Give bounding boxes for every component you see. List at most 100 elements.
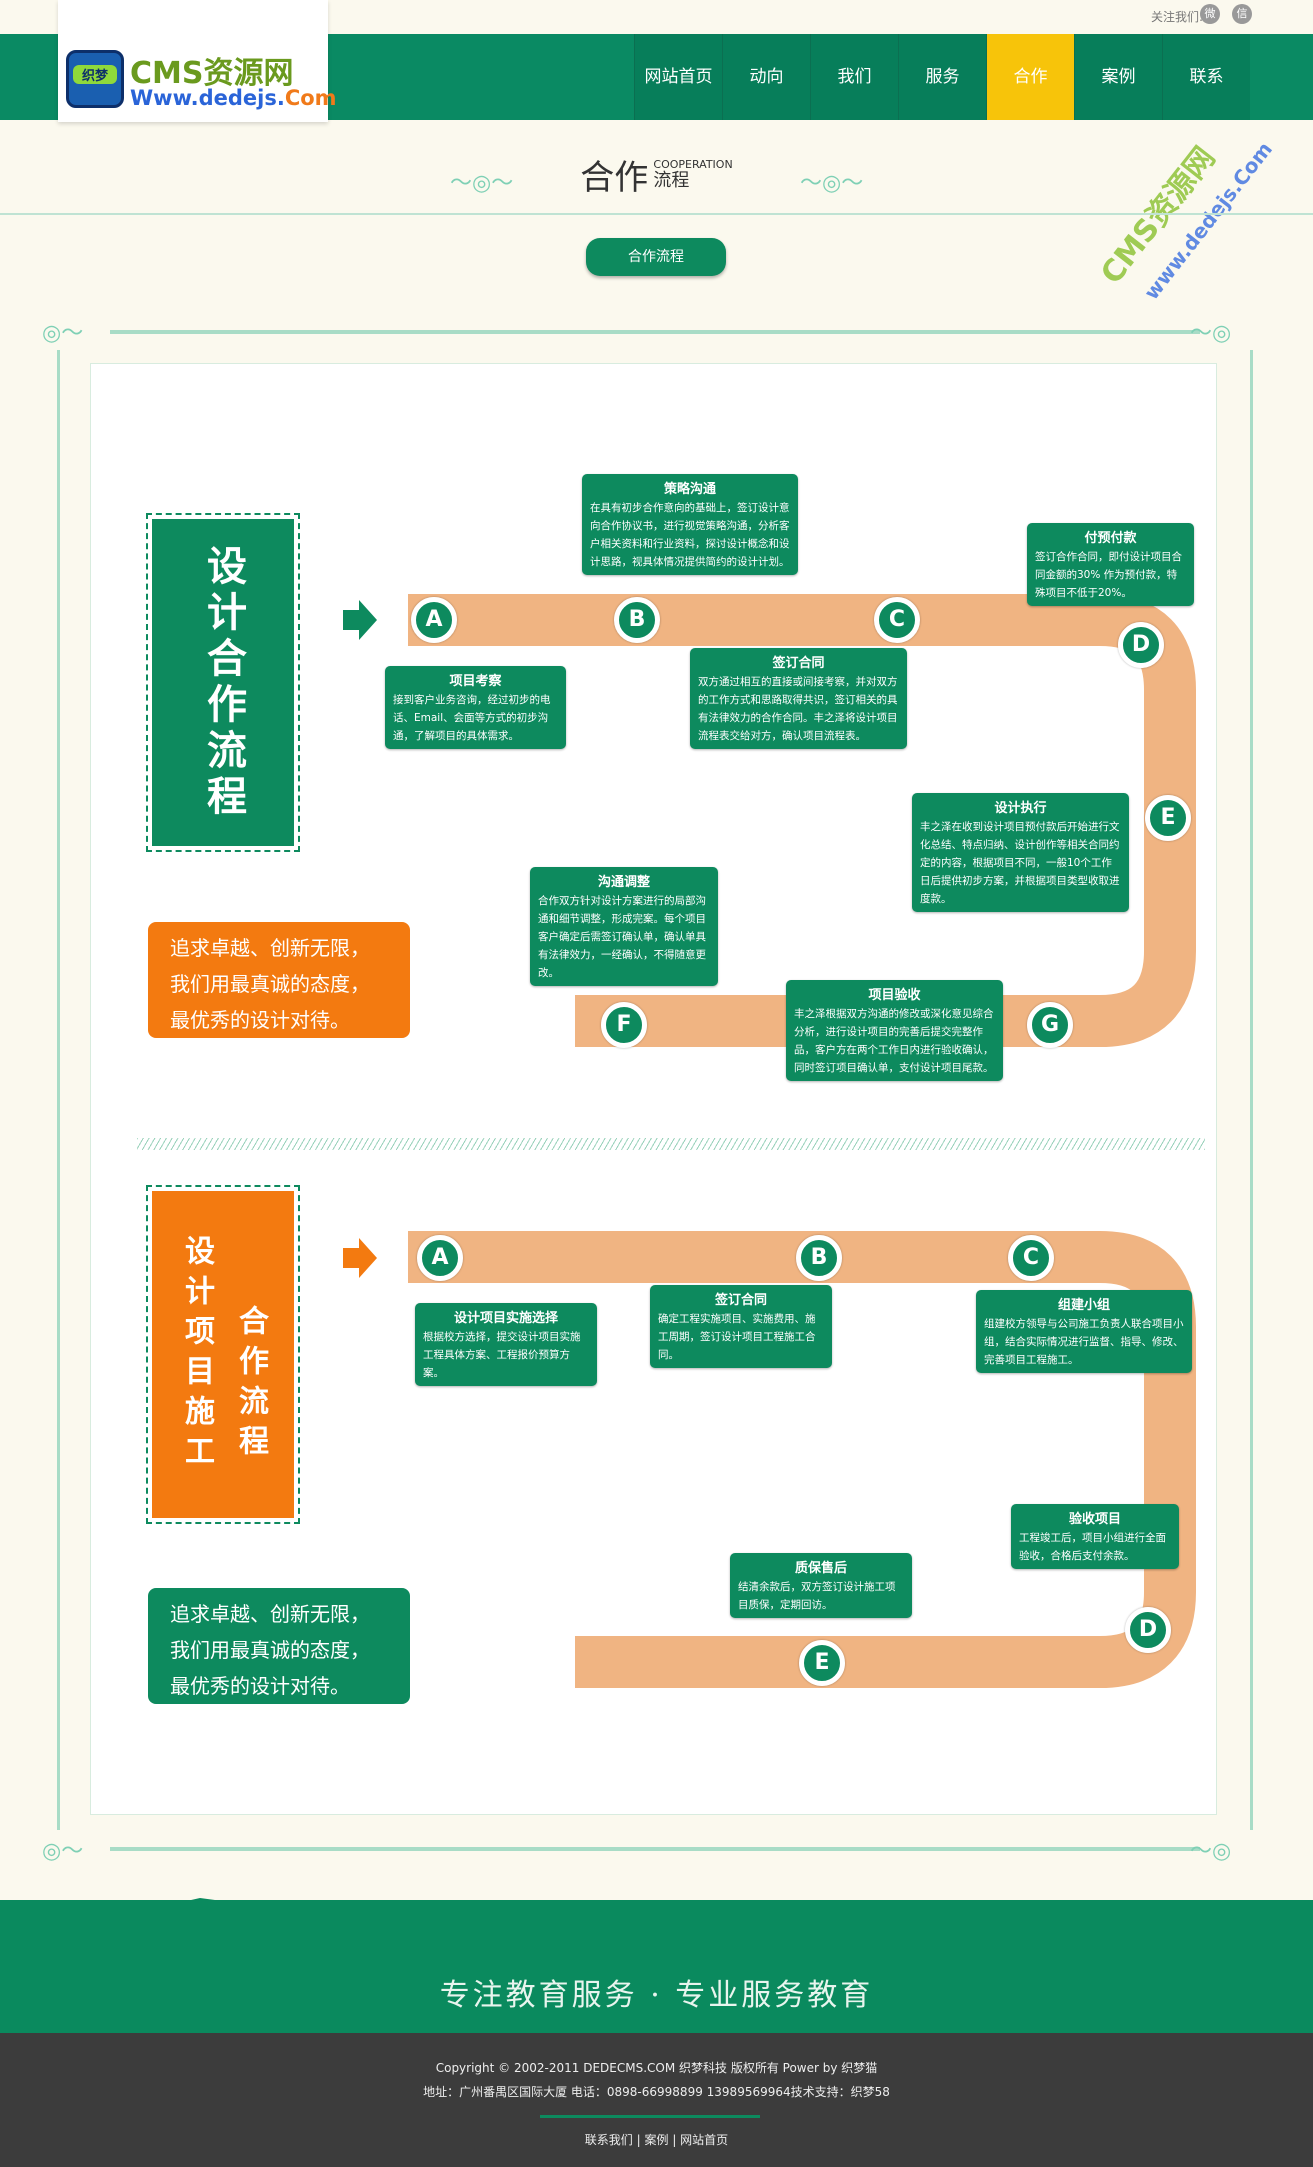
step-text: 双方通过相互的直接或间接考察，并对双方的工作方式和思路取得共识，签订相关的具有法… — [698, 676, 898, 742]
step-marker-f: F — [601, 1002, 647, 1048]
slogan-box: 追求卓越、创新无限，我们用最真诚的态度，最优秀的设计对待。 — [148, 1588, 410, 1704]
arrow-icon — [343, 1248, 359, 1268]
frame-right-line — [1250, 350, 1253, 1830]
title-divider — [0, 213, 1313, 215]
footer-links: 联系我们 | 案例 | 网站首页 — [584, 2133, 729, 2147]
design-flow-badge: 设计合作流程 — [146, 513, 300, 852]
step-card: 签订合同双方通过相互的直接或间接考察，并对双方的工作方式和思路取得共识，签订相关… — [690, 648, 907, 749]
logo-title: CMS资源网 — [130, 56, 294, 91]
step-card: 质保售后结清余款后，双方签订设计施工项目质保，定期回访。 — [730, 1553, 912, 1618]
frame-bottom-line — [110, 1847, 1200, 1851]
logo-badge: 织梦 — [73, 65, 117, 84]
step-card: 项目考察接到客户业务咨询，经过初步的电话、Email、会面等方式的初步沟通，了解… — [385, 666, 566, 749]
step-card: 设计执行丰之泽在收到设计项目预付款后开始进行文化总结、特点归纳、设计创作等相关合… — [912, 793, 1129, 912]
step-title: 策略沟通 — [663, 482, 716, 497]
wechat-icon[interactable]: 信 — [1232, 4, 1252, 24]
step-title: 项目考察 — [449, 674, 502, 689]
step-card: 策略沟通在具有初步合作意向的基础上，签订设计意向合作协议书，进行视觉策略沟通，分… — [582, 474, 798, 575]
step-text: 合作双方针对设计方案进行的局部沟通和细节调整，形成完案。每个项目客户确定后需签订… — [538, 895, 706, 979]
arrow-icon — [343, 610, 359, 630]
step-title: 付预付款 — [1084, 531, 1137, 546]
step-title: 沟通调整 — [597, 875, 650, 890]
step-title: 签订合同 — [772, 656, 825, 671]
step-marker-b: B — [614, 597, 660, 643]
badge-text: 设计项目施工 — [179, 1234, 214, 1475]
step-text: 接到客户业务咨询，经过初步的电话、Email、会面等方式的初步沟通，了解项目的具… — [393, 694, 551, 742]
copyright-text: Copyright © 2002-2011 DEDECMS.COM 织梦科技 版… — [435, 2061, 878, 2075]
nav-about[interactable]: 我们 — [810, 34, 898, 120]
step-card: 设计项目实施选择根据校方选择，提交设计项目实施工程具体方案、工程报价预算方案。 — [415, 1303, 597, 1386]
flow-tab-button[interactable]: 合作流程 — [586, 238, 726, 276]
step-marker-a: A — [411, 597, 457, 643]
step-title: 项目验收 — [868, 988, 921, 1003]
badge-text: 设计合作流程 — [200, 544, 247, 821]
flow-path-2 — [408, 1231, 1196, 1688]
step-marker-d: D — [1118, 622, 1164, 668]
arrow-head-icon — [359, 1238, 377, 1278]
title-main: 合作 — [580, 158, 649, 198]
step-card: 沟通调整合作双方针对设计方案进行的局部沟通和细节调整，形成完案。每个项目客户确定… — [530, 867, 718, 986]
footer-divider — [540, 2115, 760, 2118]
step-card: 组建小组组建校方领导与公司施工负责人联合项目小组，结合实际情况进行监督、指导、修… — [976, 1290, 1192, 1373]
step-marker-e: E — [1145, 795, 1191, 841]
step-title: 质保售后 — [794, 1561, 847, 1576]
frame-left-line — [57, 350, 60, 1830]
title-en: COOPERATION — [653, 157, 733, 171]
step-text: 组建校方领导与公司施工负责人联合项目小组，结合实际情况进行监督、指导、修改、完善… — [984, 1318, 1184, 1366]
step-marker-b: B — [796, 1235, 842, 1281]
slogan-banner — [0, 1900, 1313, 2035]
step-marker-a: A — [417, 1235, 463, 1281]
corner-swirl-icon: ～◎ — [1190, 1839, 1232, 1864]
step-marker-c: C — [874, 597, 920, 643]
top-bar: 关注我们: 微 信 — [0, 0, 1313, 34]
nav-home[interactable]: 网站首页 — [634, 34, 722, 120]
footer-link-cases[interactable]: 案例 — [644, 2133, 669, 2147]
address-text: 地址：广州番禺区国际大厦 电话：0898-66998899 1398956996… — [423, 2085, 890, 2099]
nav-cooperation[interactable]: 合作 — [986, 34, 1074, 120]
step-marker-g: G — [1027, 1002, 1073, 1048]
logo-url: Www.dedejs.Com — [130, 86, 337, 110]
step-text: 签订合作合同，即付设计项目合同金额的30% 作为预付款，特殊项目不低于20%。 — [1035, 551, 1182, 599]
banner-slogan: 专注教育服务 · 专业服务教育 — [439, 1978, 874, 2013]
nav-contact[interactable]: 联系 — [1162, 34, 1250, 120]
step-marker-e: E — [799, 1640, 845, 1686]
footer-link-home[interactable]: 网站首页 — [680, 2133, 729, 2147]
step-title: 设计项目实施选择 — [453, 1311, 558, 1326]
step-text: 工程竣工后，项目小组进行全面验收，合格后支付余款。 — [1019, 1532, 1166, 1562]
step-title: 验收项目 — [1068, 1512, 1121, 1527]
frame-top-line — [110, 330, 1200, 334]
section-divider — [137, 1138, 1205, 1150]
weibo-icon[interactable]: 微 — [1200, 4, 1220, 24]
step-title: 组建小组 — [1057, 1298, 1110, 1313]
step-marker-d: D — [1125, 1607, 1171, 1653]
cloud-swirl-right-icon: ～◎～ — [800, 171, 864, 196]
logo-book-icon: 织梦 — [66, 50, 124, 108]
step-title: 签订合同 — [714, 1293, 767, 1308]
corner-swirl-icon: ◎～ — [42, 1839, 84, 1864]
footer: Copyright © 2002-2011 DEDECMS.COM 织梦科技 版… — [0, 2033, 1313, 2167]
step-text: 结清余款后，双方签订设计施工项目质保，定期回访。 — [738, 1581, 896, 1611]
step-card: 付预付款签订合作合同，即付设计项目合同金额的30% 作为预付款，特殊项目不低于2… — [1027, 523, 1194, 606]
step-text: 根据校方选择，提交设计项目实施工程具体方案、工程报价预算方案。 — [423, 1331, 581, 1379]
construction-flow-badge: 设计项目施工 合作流程 — [146, 1185, 300, 1524]
site-logo[interactable]: 织梦 CMS资源网 Www.dedejs.Com — [58, 0, 337, 122]
follow-label: 关注我们: — [1150, 10, 1203, 24]
step-text: 丰之泽根据双方沟通的修改或深化意见综合分析，进行设计项目的完善后提交完整作品，客… — [794, 1008, 994, 1074]
arrow-head-icon — [359, 600, 377, 640]
step-title: 设计执行 — [994, 801, 1047, 816]
nav-news[interactable]: 动向 — [722, 34, 810, 120]
step-text: 在具有初步合作意向的基础上，签订设计意向合作协议书，进行视觉策略沟通，分析客户相… — [590, 502, 790, 568]
step-card: 项目验收丰之泽根据双方沟通的修改或深化意见综合分析，进行设计项目的完善后提交完整… — [786, 980, 1003, 1081]
corner-swirl-icon: ◎～ — [42, 321, 84, 346]
footer-link-contact[interactable]: 联系我们 — [584, 2133, 633, 2147]
title-sub: 流程 — [653, 169, 690, 191]
nav-cases[interactable]: 案例 — [1074, 34, 1162, 120]
slogan-box: 追求卓越、创新无限，我们用最真诚的态度，最优秀的设计对待。 — [148, 922, 410, 1038]
corner-swirl-icon: ～◎ — [1190, 321, 1232, 346]
step-text: 丰之泽在收到设计项目预付款后开始进行文化总结、特点归纳、设计创作等相关合同约定的… — [920, 821, 1120, 905]
step-text: 确定工程实施项目、实施费用、施工周期，签订设计项目工程施工合同。 — [658, 1313, 816, 1361]
step-card: 验收项目工程竣工后，项目小组进行全面验收，合格后支付余款。 — [1011, 1504, 1179, 1569]
nav-service[interactable]: 服务 — [898, 34, 986, 120]
